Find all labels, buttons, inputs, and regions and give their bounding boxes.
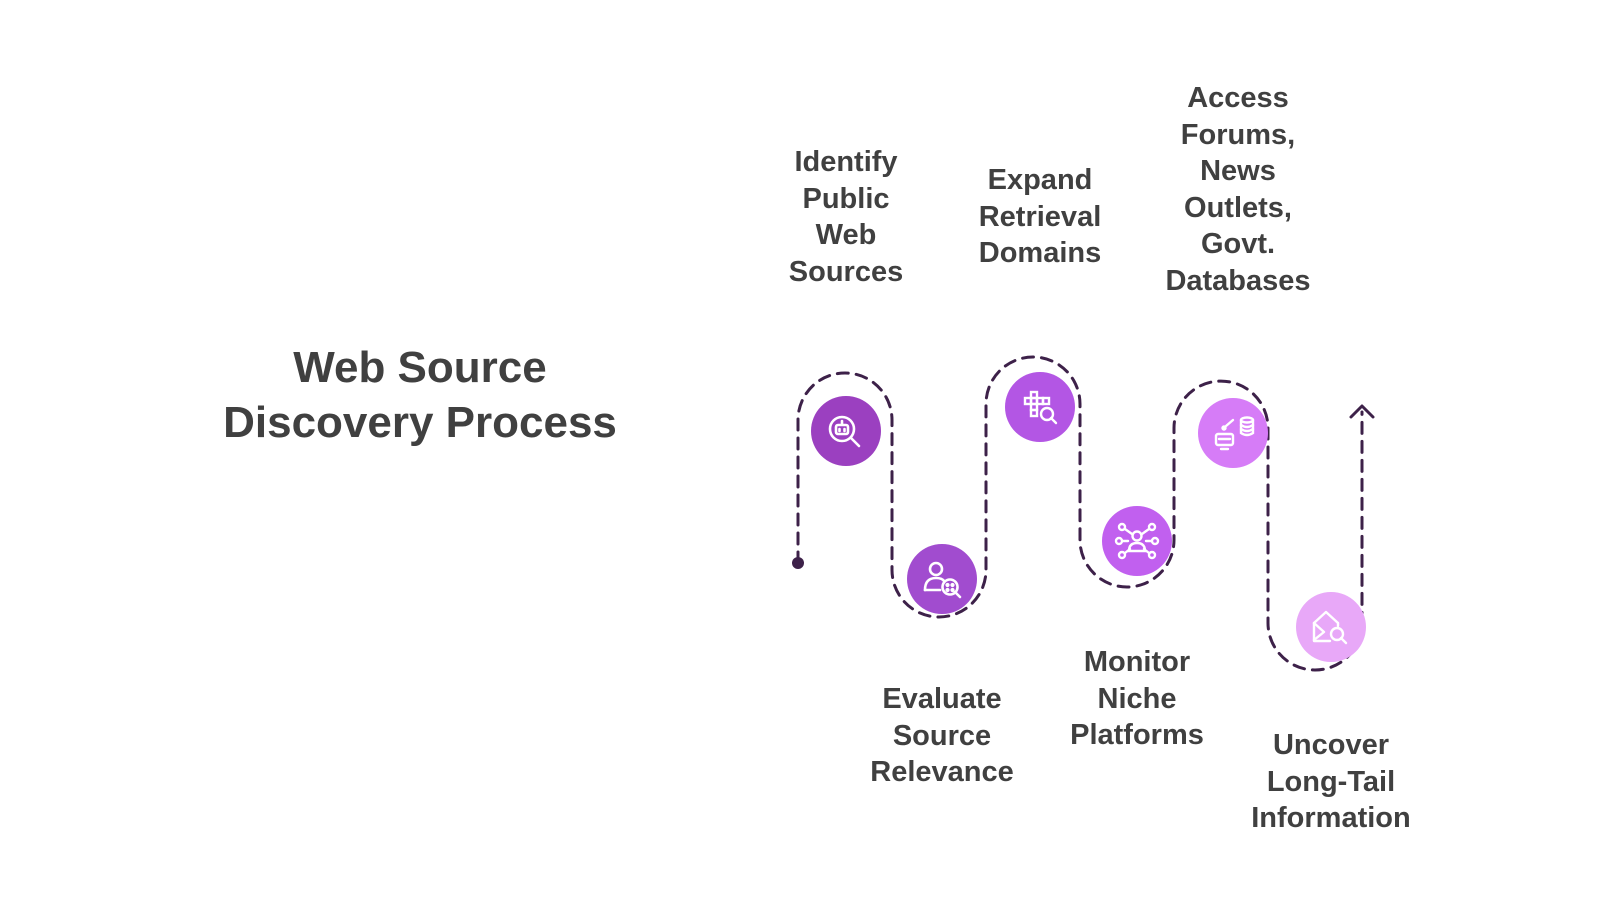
step-5-label-line: News <box>1200 155 1276 187</box>
step-3-label-line: Expand <box>987 164 1093 196</box>
step-6-label: Uncover Long-Tail Information <box>1231 727 1431 837</box>
step-1-label-line: Identify <box>794 146 898 178</box>
title-line-2: Discovery Process <box>223 398 617 447</box>
step-5-label-line: Outlets, <box>1184 191 1292 224</box>
mail-search-icon <box>1312 610 1348 645</box>
step-1-node <box>811 396 881 466</box>
step-5-label-line: Forums, <box>1180 118 1296 151</box>
path-start-dot <box>792 557 804 569</box>
step-1-label-line: Web <box>815 219 877 251</box>
step-4-label: Monitor Niche Platforms <box>1037 644 1237 754</box>
step-circle <box>811 396 881 466</box>
step-3-label-line: Domains <box>978 237 1102 269</box>
path-end-arrow <box>1349 404 1375 419</box>
step-6-label-line: Information <box>1251 802 1411 834</box>
diagram-title: Web Source Discovery Process <box>190 340 650 450</box>
robot-search-icon <box>828 415 861 448</box>
step-2-label-line: Evaluate <box>882 683 1002 715</box>
step-3-node <box>1005 372 1075 442</box>
step-circle <box>1296 592 1366 662</box>
step-circle <box>1198 398 1268 468</box>
step-2-label: Evaluate Source Relevance <box>842 681 1042 791</box>
step-3-label: Expand Retrieval Domains <box>940 162 1140 272</box>
grid-search-icon <box>1023 390 1058 425</box>
step-6-label-line: Long-Tail <box>1266 765 1396 798</box>
step-5-label: Access Forums, News Outlets, Govt. Datab… <box>1138 80 1338 299</box>
step-4-label-line: Niche <box>1097 682 1177 715</box>
dashed-path <box>796 355 1364 672</box>
step-6-label-line: Uncover <box>1272 729 1390 761</box>
step-circle <box>1005 372 1075 442</box>
step-1-label-line: Sources <box>788 255 904 288</box>
step-2-label-line: Source <box>892 719 992 752</box>
step-4-label-line: Monitor <box>1083 646 1191 678</box>
title-line-1: Web Source <box>293 343 547 392</box>
database-terminal-icon <box>1214 416 1255 451</box>
step-4-node <box>1102 506 1172 576</box>
step-6-node <box>1296 592 1366 662</box>
step-4-label-line: Platforms <box>1070 719 1204 751</box>
step-5-label-line: Databases <box>1165 264 1311 297</box>
user-filter-icon <box>923 561 962 599</box>
step-1-label-line: Public <box>802 182 890 215</box>
step-5-label-line: Govt. <box>1200 228 1276 260</box>
step-2-label-line: Relevance <box>870 756 1014 788</box>
step-2-node <box>907 544 977 614</box>
step-1-label: Identify Public Web Sources <box>746 144 946 290</box>
step-5-label-line: Access <box>1187 82 1289 114</box>
step-5-node <box>1198 398 1268 468</box>
network-user-icon <box>1114 522 1160 560</box>
step-3-label-line: Retrieval <box>978 200 1102 233</box>
